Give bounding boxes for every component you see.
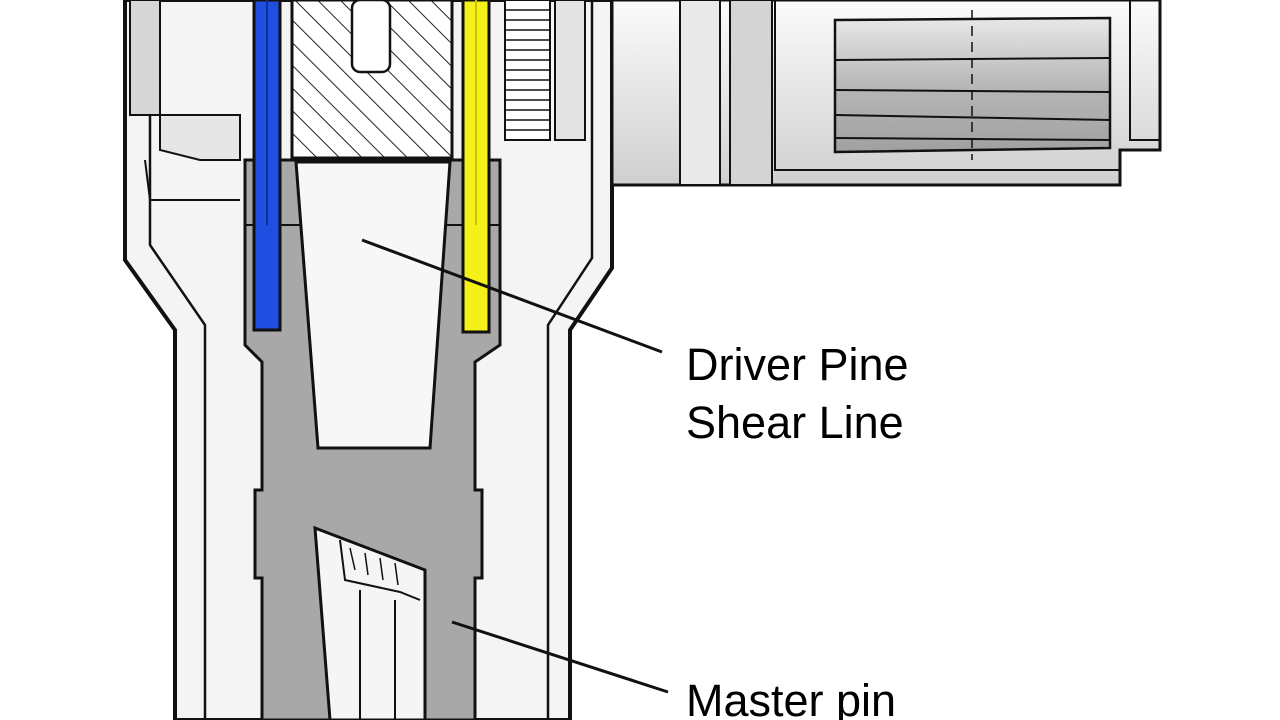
shear-line-label-line2: Shear Line — [686, 397, 904, 448]
driver-pin-label-line1: Driver Pine — [686, 339, 909, 390]
yellow-pin — [461, 0, 491, 334]
key-blade — [833, 10, 1112, 160]
hatched-driver-block — [290, 0, 454, 160]
spring-coil — [504, 0, 586, 141]
plug-core — [243, 158, 502, 720]
master-pin-label: Master pin — [686, 675, 896, 720]
blue-pin — [252, 0, 282, 332]
master-pin-slot — [313, 525, 427, 720]
driver-pin-leader-line — [361, 238, 663, 354]
master-pin-leader-line — [451, 620, 669, 694]
